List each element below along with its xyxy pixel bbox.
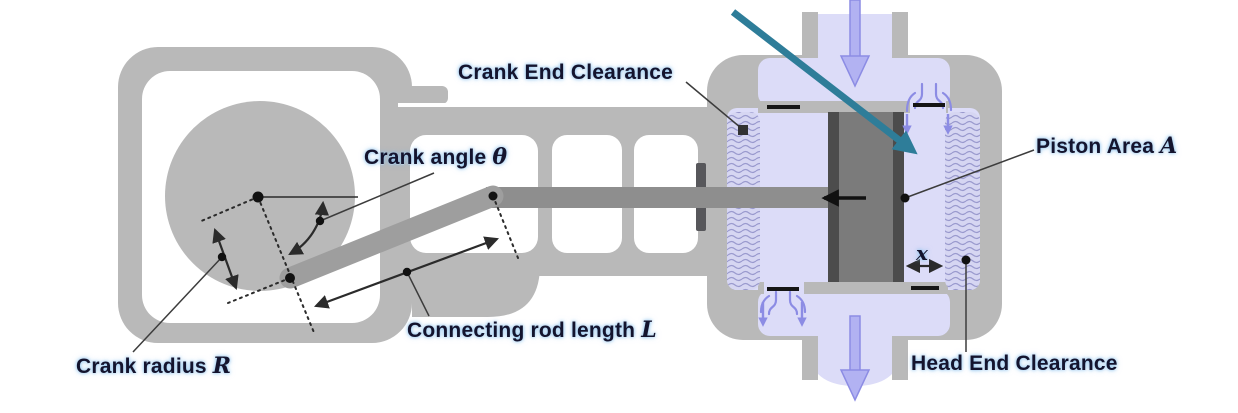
rod-length-extension	[492, 195, 519, 259]
frame-seam-top	[398, 103, 452, 107]
angle-anchor-dot	[315, 216, 325, 226]
label-connecting-rod-length-symbol: L	[641, 317, 657, 343]
label-piston-area-text: Piston Area	[1036, 135, 1155, 158]
intake-flange-right	[892, 12, 908, 62]
head-end-anchor-dot	[961, 255, 971, 265]
piston-ring-right	[893, 112, 904, 282]
piston-area-anchor-dot	[900, 193, 910, 203]
radius-extension-pin	[227, 277, 291, 304]
discharge-flange-right	[892, 336, 908, 380]
label-piston-area-symbol: A	[1160, 133, 1178, 159]
pointer-crank-radius	[132, 256, 223, 353]
crank-pin-dot	[285, 273, 295, 283]
label-piston-clearance-x-symbol: x	[916, 241, 929, 265]
label-head-end-clearance-text: Head End Clearance	[911, 352, 1118, 375]
label-connecting-rod-length-text: Connecting rod length	[407, 319, 636, 342]
crank-end-anchor-square	[738, 125, 748, 135]
head-end-clearance-volume	[945, 112, 980, 290]
piston-rod	[486, 187, 833, 208]
radius-anchor-dot	[217, 252, 227, 262]
discharge-flow-arrow	[839, 315, 871, 402]
frame-seam-bottom	[412, 317, 492, 322]
crank-center-dot	[252, 191, 264, 203]
discharge-valve-closed	[911, 286, 939, 290]
focus-arrow	[730, 9, 918, 155]
valve-deck-bottom	[758, 282, 948, 294]
crank-angle-arc	[288, 200, 330, 256]
intake-flow-arrow	[839, 0, 871, 88]
label-crank-radius-symbol: R	[212, 353, 232, 379]
label-crank-end-clearance: Crank End Clearance	[458, 61, 673, 85]
pointer-rod-length	[406, 271, 430, 317]
label-crank-end-clearance-text: Crank End Clearance	[458, 61, 674, 84]
label-crank-angle-symbol: θ	[492, 144, 508, 170]
label-head-end-clearance: Head End Clearance	[911, 352, 1118, 376]
intake-flange-left	[802, 12, 818, 62]
pointer-crank-end-clearance	[685, 81, 742, 129]
pointer-crank-angle	[319, 172, 435, 222]
label-crank-radius-text: Crank radius	[76, 355, 207, 378]
suction-valve-open	[902, 82, 953, 135]
frame-step-top	[398, 86, 448, 104]
label-piston-clearance-x: x	[916, 241, 928, 266]
discharge-valve-open	[758, 287, 807, 327]
crosshead-pin-dot	[488, 191, 498, 201]
radius-extension-center	[198, 196, 259, 223]
suction-valve-closed	[767, 105, 800, 109]
crank-throw-extension	[257, 196, 316, 336]
discharge-flange-left	[802, 336, 818, 380]
label-crank-angle-text: Crank angle	[364, 146, 487, 169]
rod-anchor-dot	[402, 267, 412, 277]
pointer-piston-area	[904, 149, 1035, 199]
